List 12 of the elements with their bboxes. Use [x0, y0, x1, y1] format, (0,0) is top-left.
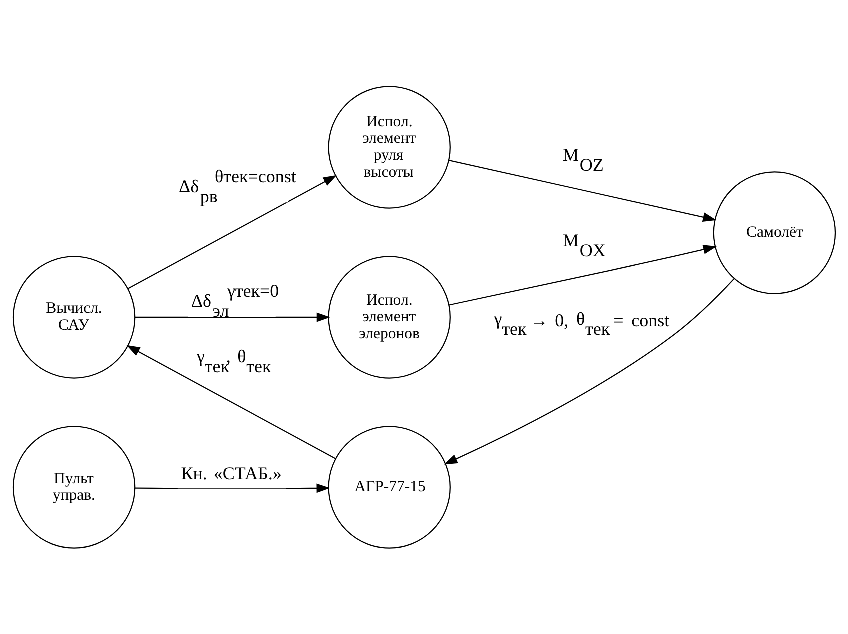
node-circle: Испол. элемент руля высоты: [328, 86, 450, 208]
node-circle: Пульт управ.: [12, 426, 136, 548]
edge-label: Кн. «СТАБ.»: [180, 462, 282, 483]
arrow: [448, 160, 716, 222]
arrow: [134, 483, 330, 493]
arrow: [444, 278, 734, 464]
arrow: [448, 244, 716, 306]
node-circle: Самолёт: [712, 171, 836, 294]
node-circle: Испол. элемент элеронов: [328, 256, 450, 378]
node-circle: АГР-77-15: [328, 426, 450, 548]
arrow: [134, 312, 330, 322]
node-circle: Вычисл. САУ: [12, 256, 136, 378]
